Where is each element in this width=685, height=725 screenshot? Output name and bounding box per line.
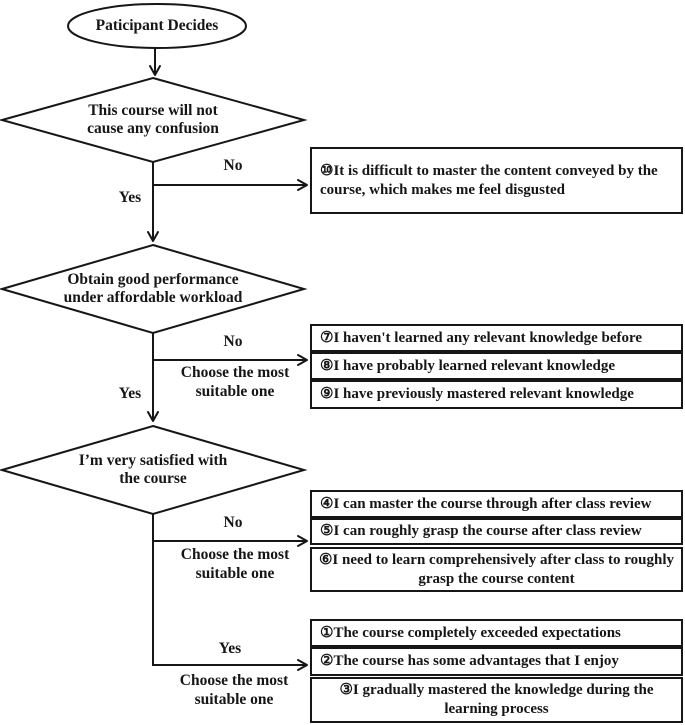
outcome-box-10: ⑩It is difficult to master the content c… bbox=[310, 147, 683, 214]
decision-3-line1: I’m very satisfied with bbox=[78, 452, 228, 469]
branch-no-label-1: No bbox=[223, 157, 243, 174]
branch-no-label-3: No bbox=[223, 514, 243, 531]
outcome-text-6: ⑥I need to learn comprehensively after c… bbox=[318, 551, 675, 587]
decision-1-label: This course will not cause any confusion bbox=[28, 98, 278, 142]
decision-1-line1: This course will not bbox=[88, 102, 218, 119]
arrow-yes-branch-3 bbox=[152, 514, 308, 671]
outcome-box-9: ⑨I have previously mastered relevant kno… bbox=[310, 380, 683, 409]
start-text: Paticipant Decides bbox=[95, 17, 219, 34]
outcome-text-9: ⑨I have previously mastered relevant kno… bbox=[320, 386, 634, 402]
outcome-box-6: ⑥I need to learn comprehensively after c… bbox=[310, 547, 683, 592]
outcome-text-2: ②The course has some advantages that I e… bbox=[320, 653, 619, 669]
start-node-label: Paticipant Decides bbox=[68, 4, 246, 48]
outcome-text-5: ⑤I can roughly grasp the course after cl… bbox=[320, 523, 642, 539]
outcome-text-3: ③I gradually mastered the knowledge duri… bbox=[339, 682, 654, 717]
branch-no-label-2: No bbox=[223, 333, 243, 350]
decision-3-line2: the course bbox=[119, 470, 187, 487]
branch-choose-label-3: Choose the most suitable one bbox=[180, 546, 290, 582]
outcome-box-7: ⑦I haven't learned any relevant knowledg… bbox=[310, 324, 683, 352]
outcome-box-4: ④I can master the course through after c… bbox=[310, 490, 683, 518]
outcome-text-1: ①The course completely exceeded expectat… bbox=[320, 624, 621, 641]
branch-choose-label-2: Choose the most suitable one bbox=[180, 364, 290, 400]
decision-2-line1: Obtain good performance bbox=[67, 271, 239, 288]
branch-yes-label-2: Yes bbox=[118, 385, 142, 402]
branch-yes-label-3: Yes bbox=[218, 640, 242, 657]
outcome-box-2: ②The course has some advantages that I e… bbox=[310, 647, 683, 676]
outcome-box-5: ⑤I can roughly grasp the course after cl… bbox=[310, 518, 683, 545]
outcome-text-8: ⑧I have probably learned relevant knowle… bbox=[320, 357, 615, 374]
outcome-text-4: ④I can master the course through after c… bbox=[320, 495, 652, 512]
decision-2-label: Obtain good performance under affordable… bbox=[28, 267, 278, 311]
decision-1-line2: cause any confusion bbox=[87, 120, 219, 137]
outcome-box-8: ⑧I have probably learned relevant knowle… bbox=[310, 352, 683, 380]
outcome-text-7: ⑦I haven't learned any relevant knowledg… bbox=[320, 329, 643, 346]
branch-yes-label-1: Yes bbox=[118, 189, 142, 206]
outcome-box-1: ①The course completely exceeded expectat… bbox=[310, 619, 683, 647]
branch-choose-label-4: Choose the most suitable one bbox=[179, 672, 289, 708]
decision-2-line2: under affordable workload bbox=[63, 289, 243, 306]
outcome-box-3: ③I gradually mastered the knowledge duri… bbox=[310, 677, 683, 723]
outcome-text-10: ⑩It is difficult to master the content c… bbox=[320, 162, 658, 198]
start-ellipse bbox=[67, 3, 247, 49]
decision-3-label: I’m very satisfied with the course bbox=[28, 448, 278, 492]
